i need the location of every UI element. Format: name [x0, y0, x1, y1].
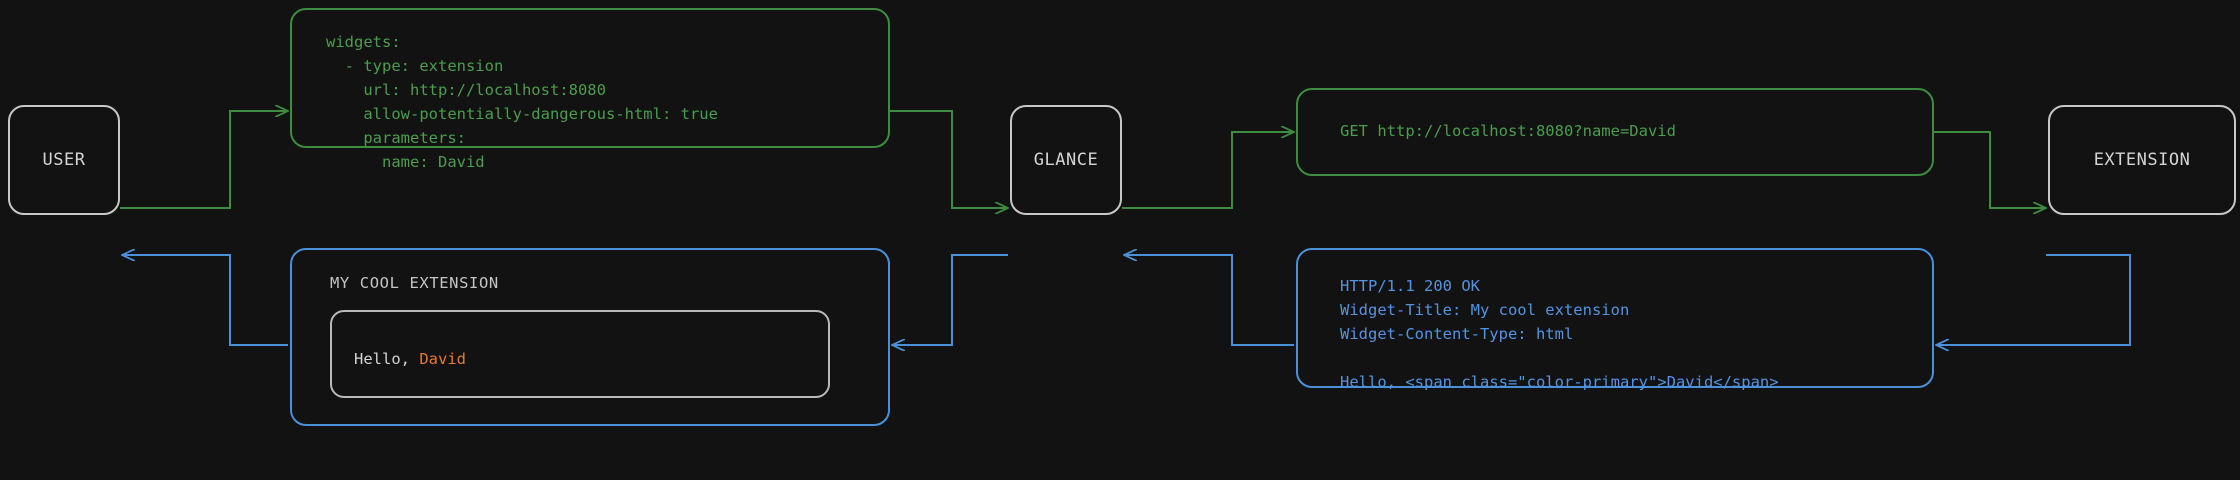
- node-glance-label: GLANCE: [1033, 150, 1099, 170]
- greeting-prefix: Hello,: [354, 350, 420, 368]
- edge-user-to-config: [120, 111, 288, 209]
- node-extension-label: EXTENSION: [2093, 150, 2191, 170]
- node-extension[interactable]: EXTENSION: [2048, 105, 2236, 215]
- edge-config-to-glance: [890, 110, 1008, 208]
- http-response-text: HTTP/1.1 200 OK Widget-Title: My cool ex…: [1340, 277, 1779, 391]
- edge-extension-to-response: [1936, 254, 2131, 345]
- edge-response-to-glance: [1124, 255, 1294, 346]
- panel-config-yaml[interactable]: widgets: - type: extension url: http://l…: [290, 8, 890, 171]
- edge-glance-to-request: [1122, 132, 1294, 209]
- rendered-widget-title: MY COOL EXTENSION: [330, 274, 499, 292]
- node-glance[interactable]: GLANCE: [1010, 105, 1122, 215]
- config-yaml-text: widgets: - type: extension url: http://l…: [326, 33, 718, 171]
- panel-rendered-widget[interactable]: MY COOL EXTENSION Hello, David: [290, 248, 890, 426]
- greeting-accent-name: David: [419, 350, 466, 368]
- node-user[interactable]: USER: [8, 105, 120, 215]
- rendered-widget-body: Hello, David: [330, 310, 830, 398]
- rendered-widget-greeting: Hello, David: [354, 350, 466, 368]
- http-request-text: GET http://localhost:8080?name=David: [1340, 122, 1676, 140]
- edge-request-to-extension: [1934, 131, 2046, 208]
- edge-rendered-to-user: [122, 255, 288, 346]
- node-user-label: USER: [42, 150, 86, 170]
- panel-http-request[interactable]: GET http://localhost:8080?name=David: [1296, 88, 1934, 176]
- panel-http-response[interactable]: HTTP/1.1 200 OK Widget-Title: My cool ex…: [1296, 248, 1934, 391]
- edge-glance-to-rendered: [892, 254, 1008, 345]
